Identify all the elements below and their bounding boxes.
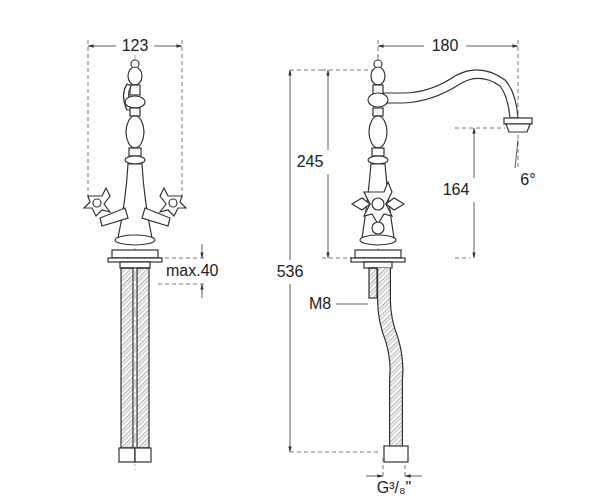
- dimension-label: G³/₈": [375, 479, 414, 497]
- dimension-label: max.40: [164, 262, 220, 280]
- dimension-label: 6°: [518, 171, 537, 189]
- dimension-label: 123: [120, 37, 151, 55]
- dimension-label: 245: [295, 153, 326, 171]
- dimension-label: 536: [275, 263, 306, 281]
- dimension-label: M8: [307, 295, 333, 313]
- dimension-label: 164: [441, 181, 472, 199]
- dimension-label: 180: [430, 37, 461, 55]
